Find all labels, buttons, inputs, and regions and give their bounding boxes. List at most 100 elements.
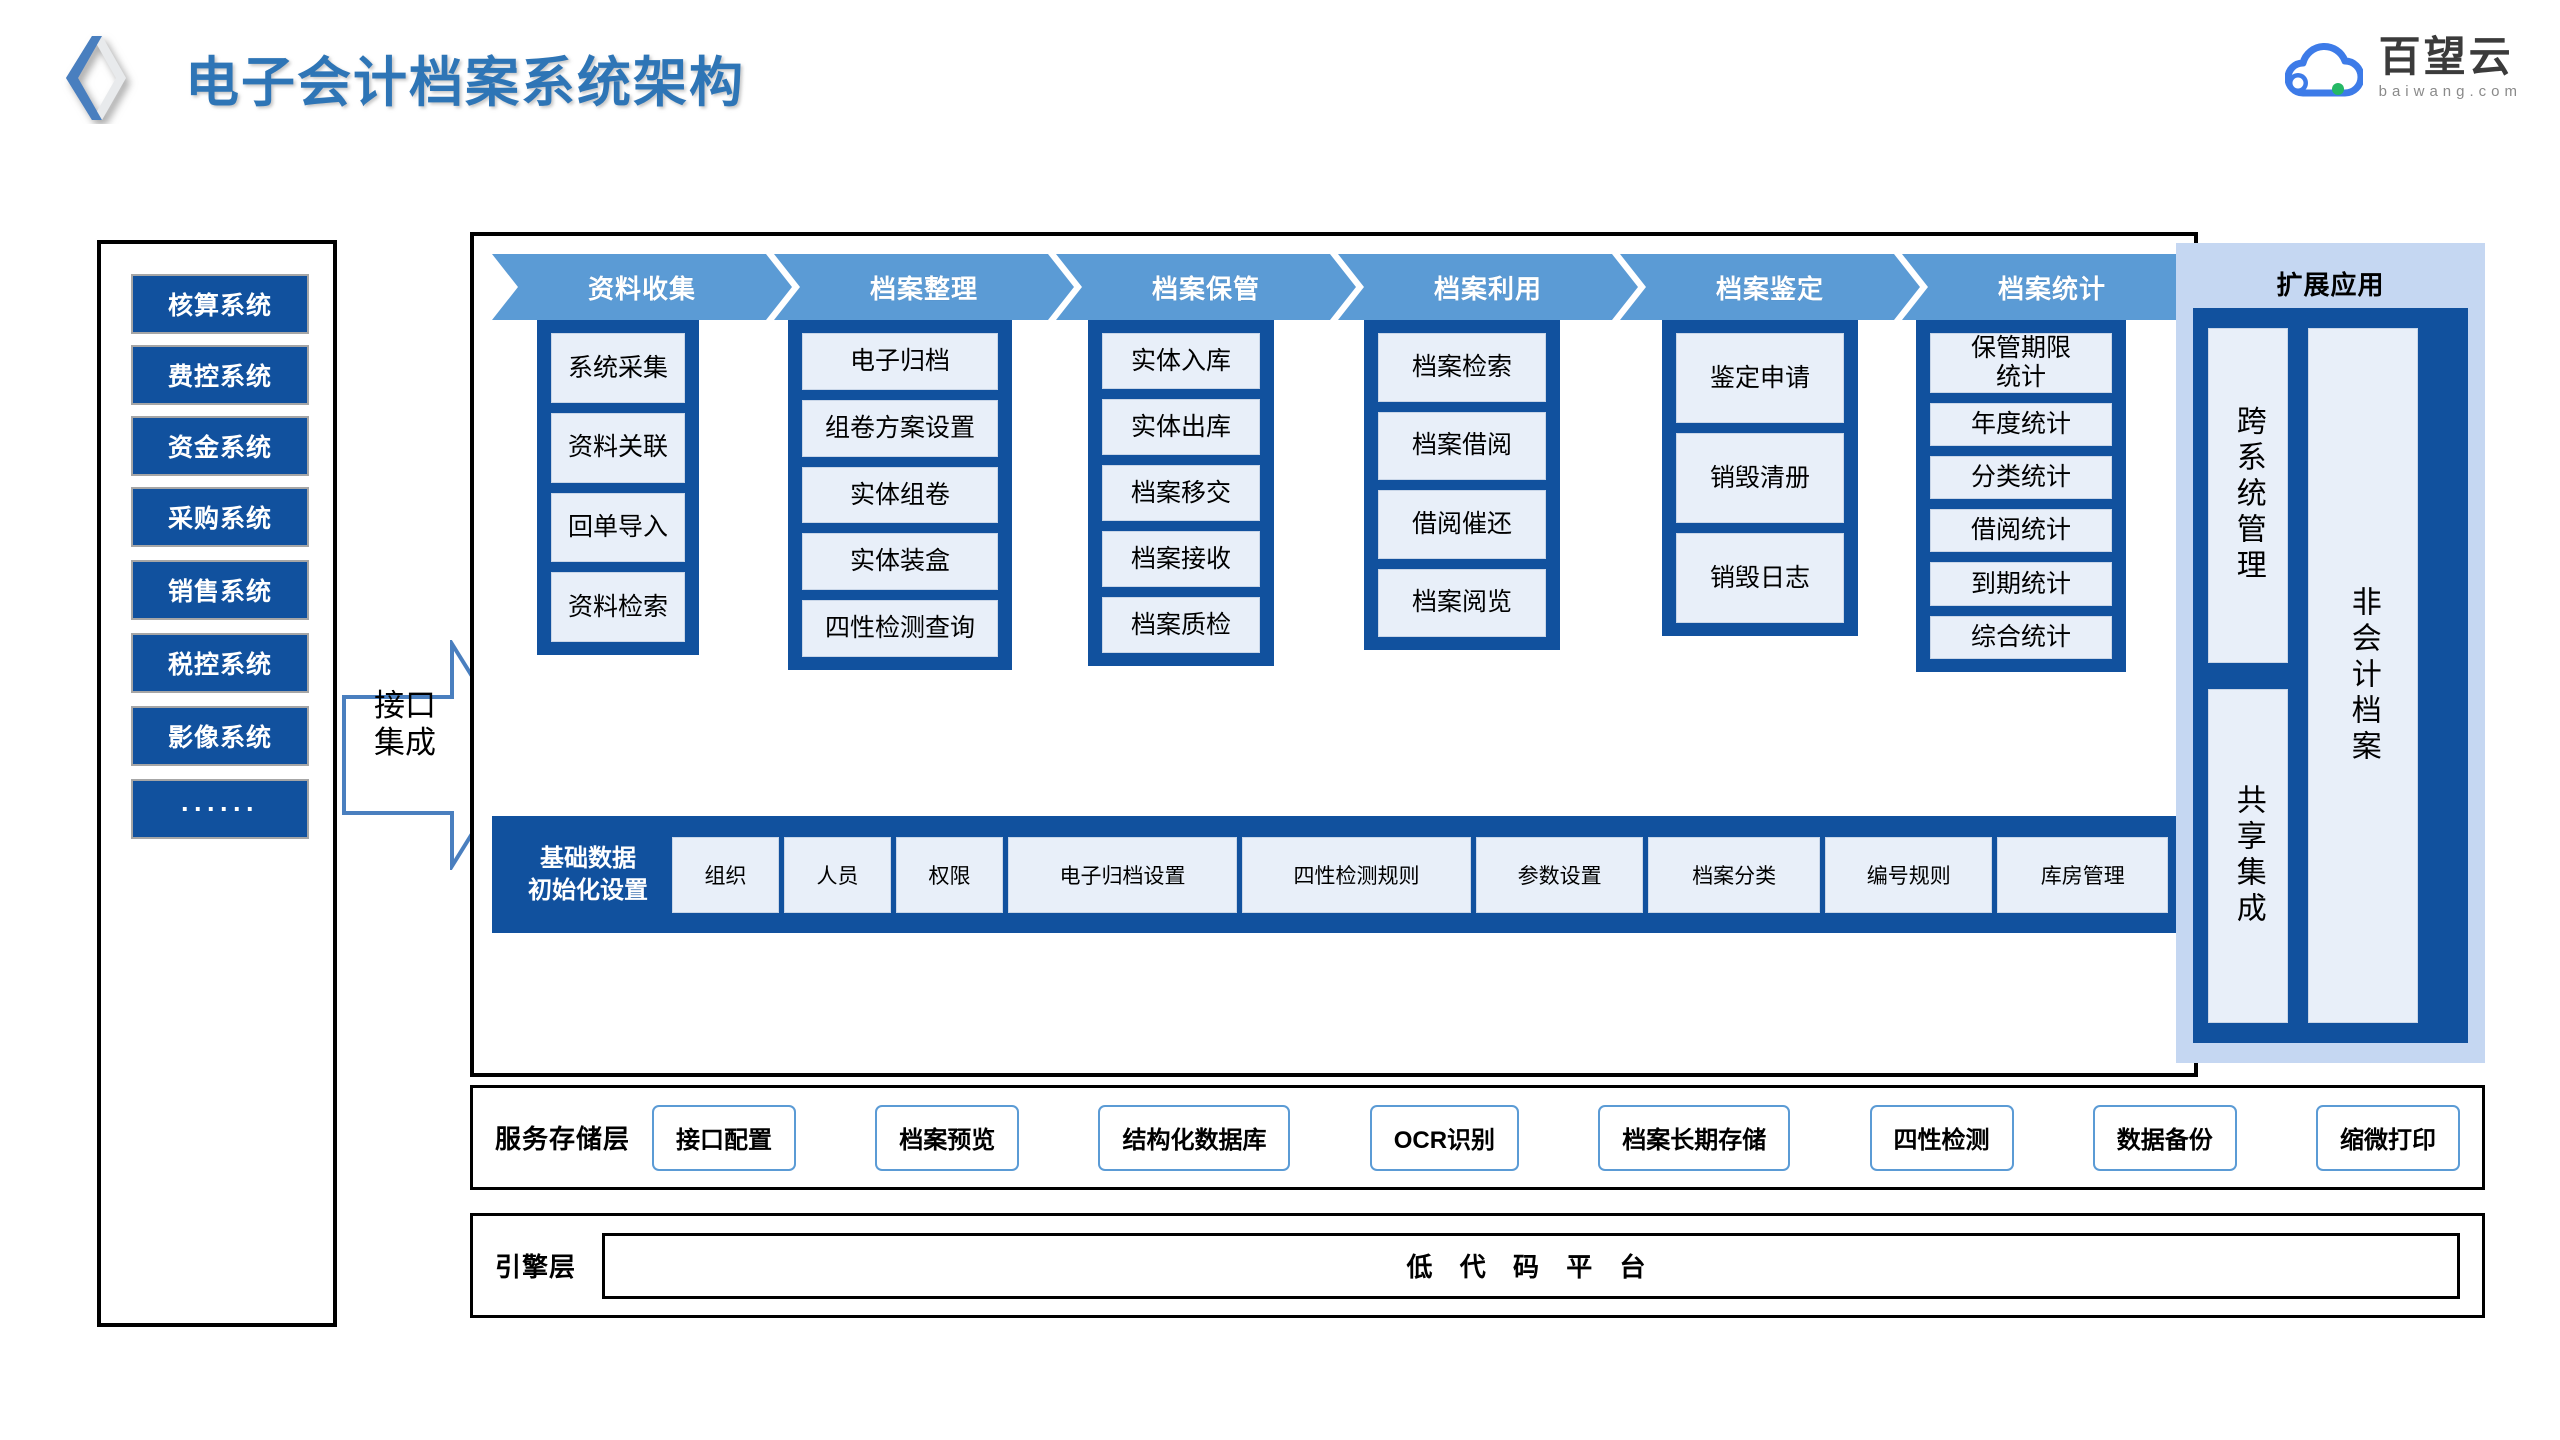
base-data-item-3[interactable]: 电子归档设置 bbox=[1008, 836, 1237, 913]
base-data-item-8[interactable]: 库房管理 bbox=[1997, 836, 2168, 913]
base-data-label-line: 初始化设置 bbox=[528, 876, 648, 904]
source-systems-panel: 核算系统费控系统资金系统采购系统销售系统税控系统影像系统 ······ bbox=[97, 240, 337, 1327]
brand-name: 百望云 bbox=[2378, 33, 2514, 80]
extension-item-1[interactable]: 共享集成 bbox=[2208, 688, 2288, 1023]
system-item-1[interactable]: 费控系统 bbox=[131, 345, 309, 405]
service-layer-label: 服务存储层 bbox=[495, 1124, 631, 1154]
function-box-2-1[interactable]: 实体出库 bbox=[1102, 399, 1260, 455]
system-item-0[interactable]: 核算系统 bbox=[131, 274, 309, 334]
phase-body-0: 系统采集资料关联回单导入资料检索 bbox=[537, 320, 699, 655]
system-item-3[interactable]: 采购系统 bbox=[131, 487, 309, 547]
function-box-5-1[interactable]: 年度统计 bbox=[1930, 402, 2112, 446]
base-data-item-1[interactable]: 人员 bbox=[784, 836, 891, 913]
function-box-4-1[interactable]: 销毁清册 bbox=[1676, 433, 1844, 523]
function-box-0-0[interactable]: 系统采集 bbox=[551, 333, 685, 403]
phase-header-3[interactable]: 档案利用 bbox=[1338, 254, 1638, 320]
function-box-2-4[interactable]: 档案质检 bbox=[1102, 597, 1260, 653]
phase-column-4: 档案鉴定鉴定申请销毁清册销毁日志 bbox=[1620, 236, 1920, 636]
engine-layer-label: 引擎层 bbox=[495, 1252, 577, 1282]
engine-layer: 引擎层 低 代 码 平 台 bbox=[470, 1213, 2485, 1318]
phase-body-1: 电子归档组卷方案设置实体组卷实体装盒四性检测查询 bbox=[788, 320, 1012, 670]
base-data-item-2[interactable]: 权限 bbox=[896, 836, 1003, 913]
interface-arrow-line: 集成 bbox=[374, 724, 436, 760]
system-item-2[interactable]: 资金系统 bbox=[131, 416, 309, 476]
function-box-3-2[interactable]: 借阅催还 bbox=[1378, 490, 1546, 559]
function-box-3-0[interactable]: 档案检索 bbox=[1378, 333, 1546, 402]
extension-left-column: 跨系统管理共享集成 bbox=[2208, 328, 2288, 1023]
low-code-platform-bar[interactable]: 低 代 码 平 台 bbox=[602, 1232, 2460, 1299]
phase-body-4: 鉴定申请销毁清册销毁日志 bbox=[1662, 320, 1858, 636]
system-item-5[interactable]: 税控系统 bbox=[131, 633, 309, 693]
service-item-2[interactable]: 结构化数据库 bbox=[1098, 1104, 1291, 1171]
service-item-7[interactable]: 缩微打印 bbox=[2316, 1104, 2460, 1171]
phase-column-3: 档案利用档案检索档案借阅借阅催还档案阅览 bbox=[1338, 236, 1638, 650]
function-box-5-3[interactable]: 借阅统计 bbox=[1930, 509, 2112, 553]
phase-column-5: 档案统计保管期限 统计年度统计分类统计借阅统计到期统计综合统计 bbox=[1902, 236, 2202, 672]
phase-header-5[interactable]: 档案统计 bbox=[1902, 254, 2202, 320]
system-item-6[interactable]: 影像系统 bbox=[131, 706, 309, 766]
base-data-items: 组织人员权限电子归档设置四性检测规则参数设置档案分类编号规则库房管理 bbox=[672, 836, 2168, 913]
base-data-strip: 基础数据初始化设置 组织人员权限电子归档设置四性检测规则参数设置档案分类编号规则… bbox=[492, 816, 2180, 933]
extension-apps-title: 扩展应用 bbox=[2276, 270, 2385, 300]
service-layer-items: 接口配置 档案预览 结构化数据库 OCR识别 档案长期存储 四性检测 数据备份 缩微打印 bbox=[652, 1104, 2460, 1171]
function-box-4-2[interactable]: 销毁日志 bbox=[1676, 533, 1844, 623]
interface-arrow-line: 接口 bbox=[374, 688, 436, 723]
interface-integration-label: 接口集成 bbox=[360, 688, 450, 761]
function-box-3-1[interactable]: 档案借阅 bbox=[1378, 411, 1546, 480]
phase-column-0: 资料收集系统采集资料关联回单导入资料检索 bbox=[492, 236, 792, 655]
function-box-5-0[interactable]: 保管期限 统计 bbox=[1930, 333, 2112, 393]
service-item-5[interactable]: 四性检测 bbox=[1869, 1104, 2014, 1171]
service-item-4[interactable]: 档案长期存储 bbox=[1598, 1104, 1791, 1171]
page-header: 电子会计档案系统架构 百望云 baiwang.com bbox=[0, 0, 2560, 150]
function-box-0-1[interactable]: 资料关联 bbox=[551, 412, 685, 483]
extension-apps-panel: 扩展应用 跨系统管理共享集成 非会计档案 bbox=[2176, 243, 2485, 1063]
service-storage-layer: 服务存储层 接口配置 档案预览 结构化数据库 OCR识别 档案长期存储 四性检测 数据备份 缩… bbox=[470, 1085, 2485, 1190]
function-box-2-3[interactable]: 档案接收 bbox=[1102, 531, 1260, 587]
diamond-logo-icon bbox=[66, 36, 126, 120]
page-title: 电子会计档案系统架构 bbox=[185, 53, 745, 113]
system-item-4[interactable]: 销售系统 bbox=[131, 560, 309, 620]
archive-lifecycle-frame: 资料收集系统采集资料关联回单导入资料检索档案整理电子归档组卷方案设置实体组卷实体… bbox=[470, 232, 2198, 1077]
function-box-5-4[interactable]: 到期统计 bbox=[1930, 562, 2112, 606]
extension-item-0[interactable]: 跨系统管理 bbox=[2208, 328, 2288, 663]
function-box-5-5[interactable]: 综合统计 bbox=[1930, 615, 2112, 659]
function-box-3-3[interactable]: 档案阅览 bbox=[1378, 568, 1546, 637]
phase-column-2: 档案保管实体入库实体出库档案移交档案接收档案质检 bbox=[1056, 236, 1356, 666]
phase-header-2[interactable]: 档案保管 bbox=[1056, 254, 1356, 320]
function-box-2-0[interactable]: 实体入库 bbox=[1102, 333, 1260, 389]
function-box-1-1[interactable]: 组卷方案设置 bbox=[802, 399, 998, 457]
cloud-icon bbox=[2284, 42, 2363, 97]
function-box-1-2[interactable]: 实体组卷 bbox=[802, 466, 998, 524]
base-data-item-5[interactable]: 参数设置 bbox=[1475, 836, 1644, 913]
phase-column-1: 档案整理电子归档组卷方案设置实体组卷实体装盒四性检测查询 bbox=[774, 236, 1074, 670]
base-data-item-7[interactable]: 编号规则 bbox=[1824, 836, 1993, 913]
phase-header-4[interactable]: 档案鉴定 bbox=[1620, 254, 1920, 320]
service-item-6[interactable]: 数据备份 bbox=[2092, 1104, 2237, 1171]
function-box-2-2[interactable]: 档案移交 bbox=[1102, 465, 1260, 521]
function-box-1-4[interactable]: 四性检测查询 bbox=[802, 600, 998, 657]
function-box-1-0[interactable]: 电子归档 bbox=[802, 333, 998, 390]
function-box-0-2[interactable]: 回单导入 bbox=[551, 492, 685, 563]
base-data-label: 基础数据初始化设置 bbox=[504, 843, 672, 905]
base-data-label-line: 基础数据 bbox=[540, 845, 636, 873]
base-data-item-0[interactable]: 组织 bbox=[672, 836, 779, 913]
extension-apps-inner: 跨系统管理共享集成 非会计档案 bbox=[2193, 308, 2468, 1043]
extension-item-non-accounting-archive[interactable]: 非会计档案 bbox=[2308, 328, 2418, 1023]
function-box-4-0[interactable]: 鉴定申请 bbox=[1676, 333, 1844, 423]
base-data-item-6[interactable]: 档案分类 bbox=[1648, 836, 1820, 913]
phase-header-0[interactable]: 资料收集 bbox=[492, 254, 792, 320]
service-item-1[interactable]: 档案预览 bbox=[875, 1104, 1020, 1171]
phase-body-5: 保管期限 统计年度统计分类统计借阅统计到期统计综合统计 bbox=[1916, 320, 2126, 672]
service-item-0[interactable]: 接口配置 bbox=[652, 1104, 797, 1171]
service-item-3[interactable]: OCR识别 bbox=[1369, 1104, 1520, 1171]
base-data-item-4[interactable]: 四性检测规则 bbox=[1241, 836, 1471, 913]
brand-domain: baiwang.com bbox=[2378, 83, 2522, 100]
system-item-7[interactable]: ······ bbox=[131, 779, 309, 839]
function-box-0-3[interactable]: 资料检索 bbox=[551, 572, 685, 642]
phase-body-3: 档案检索档案借阅借阅催还档案阅览 bbox=[1364, 320, 1560, 650]
function-box-1-3[interactable]: 实体装盒 bbox=[802, 533, 998, 591]
function-box-5-2[interactable]: 分类统计 bbox=[1930, 455, 2112, 500]
phase-header-1[interactable]: 档案整理 bbox=[774, 254, 1074, 320]
phase-body-2: 实体入库实体出库档案移交档案接收档案质检 bbox=[1088, 320, 1274, 666]
